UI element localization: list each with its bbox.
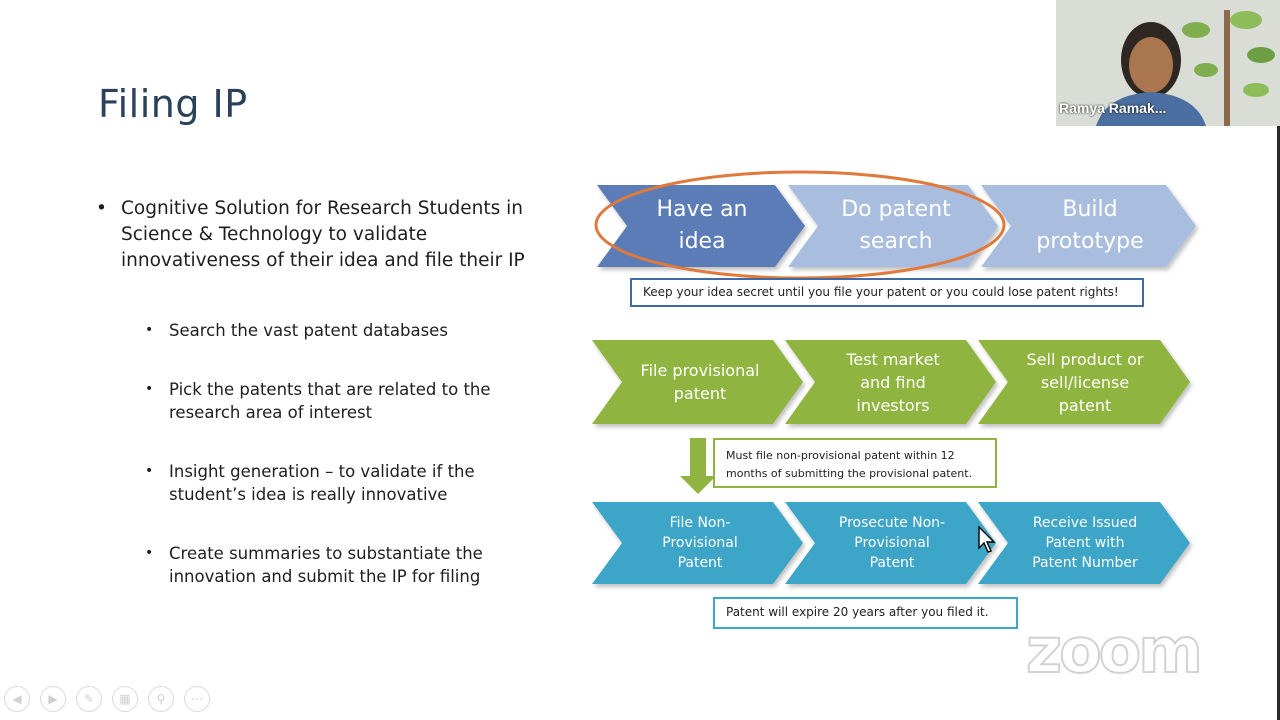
step-label: Have an idea — [656, 197, 748, 254]
chevron-sell-product — [978, 340, 1190, 424]
sub-bullet-text: Insight generation – to validate if the … — [169, 462, 475, 504]
note-expire: Patent will expire 20 years after you fi… — [713, 597, 1018, 629]
step-label: File provisional patent — [640, 361, 760, 403]
slideshow-toolbar: ◀ ▶ ✎ ▦ ⚲ ⋯ — [4, 686, 210, 712]
sub-bullet: • Pick the patents that are related to t… — [145, 378, 529, 424]
chevron-receive-patent — [978, 502, 1190, 584]
sub-bullet: • Insight generation – to validate if th… — [145, 460, 509, 506]
chevron-prosecute — [785, 502, 996, 584]
main-bullet: • Cognitive Solution for Research Studen… — [96, 196, 566, 274]
bullet-list: • Cognitive Solution for Research Studen… — [96, 196, 566, 274]
slides-grid-icon[interactable]: ▦ — [112, 686, 138, 712]
more-icon[interactable]: ⋯ — [184, 686, 210, 712]
bullet-dot: • — [145, 322, 154, 338]
bullet-dot: • — [96, 198, 107, 219]
bullet-dot: • — [145, 545, 154, 561]
participant-video-frame — [1056, 0, 1280, 126]
next-slide-icon[interactable]: ▶ — [40, 686, 66, 712]
note-twelve-months: Must file non-provisional patent within … — [713, 438, 997, 488]
mouse-cursor-icon — [978, 526, 996, 553]
main-bullet-text: Cognitive Solution for Research Students… — [121, 198, 525, 271]
step-label: Build prototype — [1036, 197, 1144, 254]
step-label: Prosecute Non-Provisional Patent — [838, 515, 946, 571]
step-label: Do patent search — [841, 197, 951, 254]
down-arrow — [680, 438, 716, 494]
magnify-icon[interactable]: ⚲ — [148, 686, 174, 712]
chevron-do-patent-search — [788, 185, 998, 267]
chevron-file-provisional — [592, 340, 803, 424]
sub-bullet-text: Search the vast patent databases — [169, 321, 448, 340]
note-keep-secret: Keep your idea secret until you file you… — [630, 278, 1144, 307]
zoom-logo: zoom — [1026, 622, 1204, 682]
step-label: Test market and find investors — [846, 349, 940, 415]
participant-video[interactable] — [1056, 0, 1280, 126]
prev-slide-icon[interactable]: ◀ — [4, 686, 30, 712]
step-label: Receive Issued Patent with Patent Number — [1032, 515, 1138, 571]
bullet-dot: • — [145, 463, 154, 479]
step-label: File Non-Provisional Patent — [662, 515, 738, 571]
chevron-file-non-provisional — [592, 502, 803, 584]
zoom-logo-text: zoom — [1026, 622, 1200, 682]
step-label: Sell product or sell/license patent — [1026, 349, 1144, 415]
chevron-build-prototype — [981, 185, 1196, 267]
pen-icon[interactable]: ✎ — [76, 686, 102, 712]
slide-title: Filing IP — [98, 82, 248, 126]
bullet-dot: • — [145, 381, 154, 397]
participant-name: Ramya Ramak... — [1059, 100, 1167, 116]
chevron-have-an-idea — [597, 185, 805, 267]
window-edge — [1277, 126, 1280, 720]
sub-bullet-text: Create summaries to substantiate the inn… — [169, 544, 483, 586]
chevron-test-market — [785, 340, 996, 424]
sub-bullet: • Create summaries to substantiate the i… — [145, 542, 519, 588]
sub-bullet: • Search the vast patent databases — [145, 319, 569, 342]
sub-bullet-text: Pick the patents that are related to the… — [169, 380, 491, 422]
